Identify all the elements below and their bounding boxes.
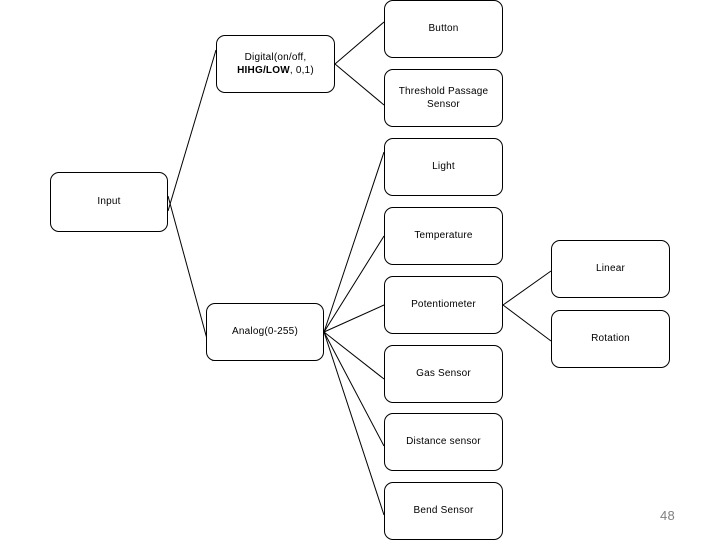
node-temperature-label: Temperature: [414, 230, 473, 242]
node-light[interactable]: Light: [384, 138, 503, 196]
node-bend-sensor-label: Bend Sensor: [413, 505, 474, 517]
analog-to-temperature: [323, 235, 385, 333]
node-bend-sensor[interactable]: Bend Sensor: [384, 482, 503, 540]
node-analog[interactable]: Analog(0-255): [206, 303, 324, 361]
page-number: 48: [660, 508, 676, 523]
node-gas-sensor[interactable]: Gas Sensor: [384, 345, 503, 403]
node-gas-sensor-label: Gas Sensor: [416, 368, 471, 380]
node-button-label: Button: [428, 23, 459, 35]
node-digital-label-line3: , 0,1): [289, 65, 314, 76]
node-potentiometer-label: Potentiometer: [411, 299, 476, 311]
node-temperature[interactable]: Temperature: [384, 207, 503, 265]
digital-to-threshold: [334, 63, 385, 106]
node-digital-label-line2: HIHG/LOW: [237, 65, 290, 76]
digital-to-button: [334, 21, 385, 65]
node-linear[interactable]: Linear: [551, 240, 670, 298]
analog-to-light: [323, 151, 385, 333]
node-digital[interactable]: Digital(on/off, HIHG/LOW, 0,1): [216, 35, 335, 93]
node-digital-label-line1: Digital(on/off,: [244, 51, 307, 63]
node-rotation-label: Rotation: [591, 333, 630, 345]
node-input[interactable]: Input: [50, 172, 168, 232]
node-potentiometer[interactable]: Potentiometer: [384, 276, 503, 334]
analog-to-gas-sensor: [323, 331, 385, 380]
analog-to-bend-sensor: [323, 331, 385, 516]
node-linear-label: Linear: [596, 263, 625, 275]
node-analog-label: Analog(0-255): [232, 326, 298, 338]
node-button[interactable]: Button: [384, 0, 503, 58]
node-distance-sensor-label: Distance sensor: [406, 436, 481, 448]
potentiometer-to-linear: [502, 270, 552, 306]
node-input-label: Input: [97, 196, 121, 208]
node-distance-sensor[interactable]: Distance sensor: [384, 413, 503, 471]
potentiometer-to-rotation: [502, 304, 552, 342]
input-to-digital: [167, 49, 217, 212]
analog-to-distance-sensor: [323, 331, 385, 447]
node-threshold-label-line1: Threshold Passage: [398, 85, 489, 97]
node-digital-label: Digital(on/off, HIHG/LOW, 0,1): [222, 51, 329, 78]
node-threshold-label-line2: Sensor: [427, 99, 460, 110]
node-light-label: Light: [432, 161, 455, 173]
node-rotation[interactable]: Rotation: [551, 310, 670, 368]
analog-to-potentiometer: [323, 304, 385, 333]
